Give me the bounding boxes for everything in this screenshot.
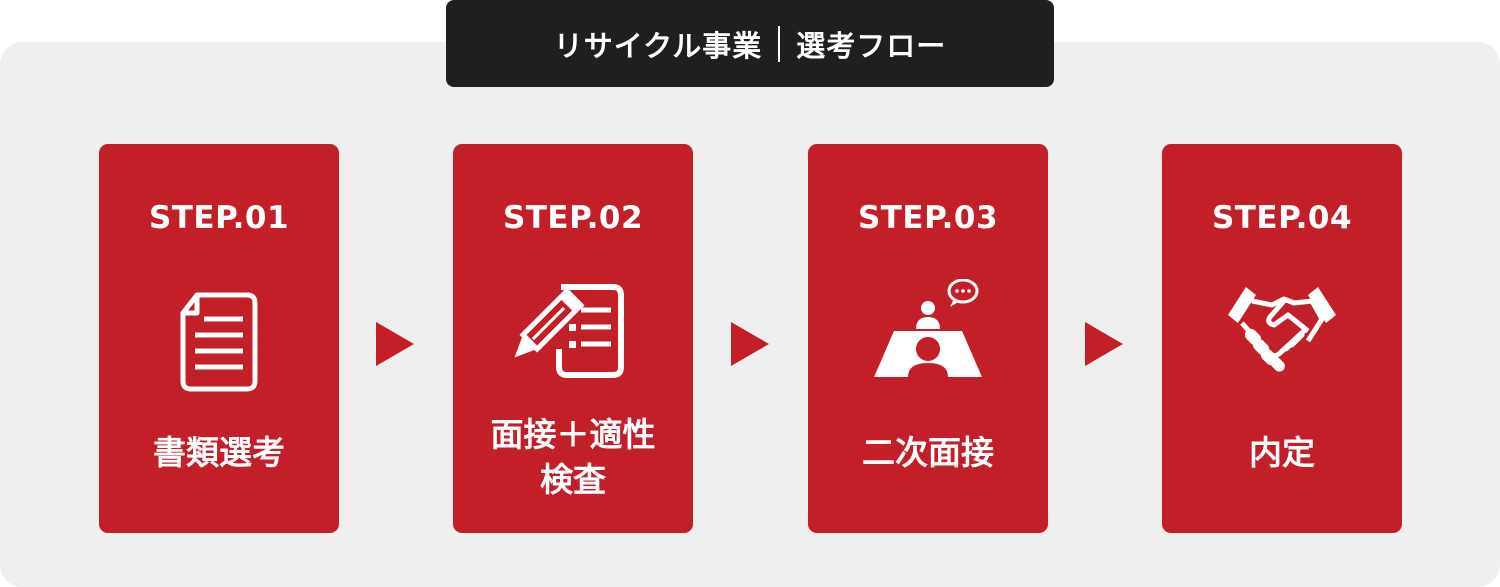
flow-title-left: リサイクル事業: [553, 28, 763, 63]
interview-icon: [868, 279, 988, 399]
arrow-right-icon: [1085, 322, 1123, 366]
step-number: STEP.02: [502, 200, 644, 236]
step-card-2: STEP.02 面接＋適性 検査: [453, 144, 693, 533]
arrow-right-icon: [376, 322, 414, 366]
step-label: 内定: [1249, 433, 1315, 472]
title-separator: [778, 25, 781, 62]
handshake-icon: [1222, 279, 1342, 399]
step-number: STEP.04: [1211, 200, 1353, 236]
step-label: 面接＋適性 検査: [490, 415, 656, 499]
step-number: STEP.01: [148, 200, 290, 236]
document-icon: [159, 279, 279, 399]
pencil-checklist-icon: [513, 279, 633, 399]
flow-title: リサイクル事業 選考フロー: [446, 0, 1054, 87]
step-card-4: STEP.04 内定: [1162, 144, 1402, 533]
step-card-3: STEP.03 二次面接: [808, 144, 1048, 533]
step-label: 書類選考: [153, 433, 285, 472]
flow-title-right: 選考フロー: [796, 28, 947, 63]
step-label: 二次面接: [862, 433, 994, 472]
arrow-right-icon: [731, 322, 769, 366]
step-card-1: STEP.01 書類選考: [99, 144, 339, 533]
step-number: STEP.03: [857, 200, 999, 236]
